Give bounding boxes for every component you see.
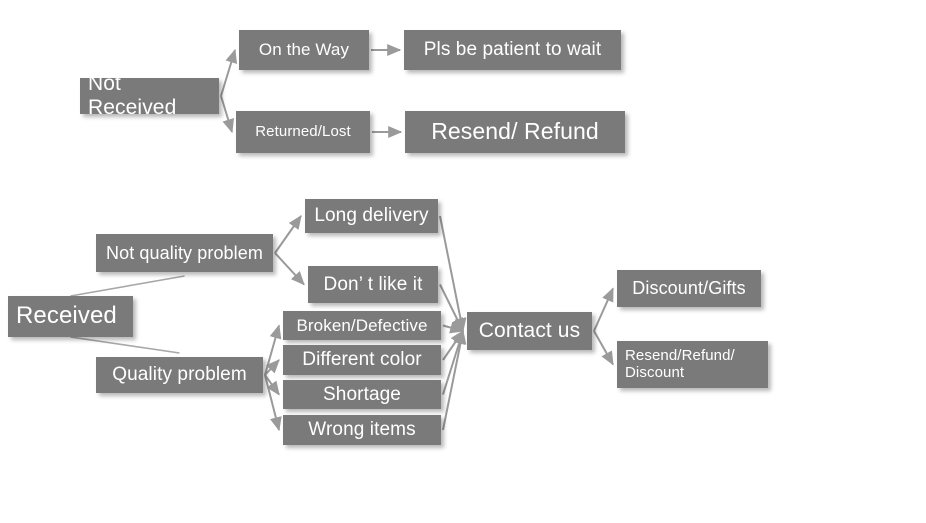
connector-quality-to-wrong_items bbox=[264, 374, 282, 432]
connector-shortage-to-contact_us bbox=[442, 329, 465, 395]
connector-long_delivery-to-contact_us bbox=[439, 215, 467, 333]
node-resend_refund_disc[interactable]: Resend/Refund/ Discount bbox=[617, 341, 768, 388]
node-not_quality[interactable]: Not quality problem bbox=[96, 234, 273, 272]
node-resend_refund[interactable]: Resend/ Refund bbox=[405, 111, 625, 153]
node-long_delivery[interactable]: Long delivery bbox=[305, 199, 438, 233]
node-on_the_way[interactable]: On the Way bbox=[239, 30, 369, 70]
connector-not_quality-to-dont_like_it bbox=[274, 252, 305, 286]
node-broken_defective[interactable]: Broken/Defective bbox=[283, 311, 441, 340]
connector-dont_like_it-to-contact_us bbox=[439, 284, 464, 333]
node-wrong_items[interactable]: Wrong items bbox=[283, 415, 441, 445]
connector-wrong_items-to-contact_us bbox=[442, 329, 467, 431]
connector-not_received-to-on_the_way bbox=[220, 48, 238, 97]
node-returned_lost[interactable]: Returned/Lost bbox=[236, 111, 370, 153]
node-received[interactable]: Received bbox=[8, 296, 133, 337]
connector-received-to-quality bbox=[70, 336, 180, 354]
connector-quality-to-different_color bbox=[264, 359, 280, 376]
node-discount_gifts[interactable]: Discount/Gifts bbox=[617, 270, 761, 307]
connector-different_color-to-contact_us bbox=[442, 330, 464, 361]
node-pls_be_patient[interactable]: Pls be patient to wait bbox=[404, 30, 621, 70]
connector-contact_us-to-resend_refund_disc bbox=[593, 330, 614, 366]
connector-not_quality-to-long_delivery bbox=[274, 215, 302, 254]
connector-broken_defective-to-contact_us bbox=[442, 321, 465, 334]
node-different_color[interactable]: Different color bbox=[283, 345, 441, 375]
node-dont_like_it[interactable]: Don’ t like it bbox=[308, 266, 438, 303]
node-contact_us[interactable]: Contact us bbox=[467, 312, 592, 350]
connector-contact_us-to-discount_gifts bbox=[593, 287, 614, 332]
node-shortage[interactable]: Shortage bbox=[283, 380, 441, 409]
connector-received-to-not_quality bbox=[70, 275, 185, 297]
node-not_received[interactable]: Not Received bbox=[80, 72, 219, 119]
node-quality[interactable]: Quality problem bbox=[96, 357, 263, 393]
connector-not_received-to-returned_lost bbox=[220, 95, 234, 134]
connector-quality-to-broken_defective bbox=[264, 324, 282, 376]
connector-quality-to-shortage bbox=[264, 374, 280, 396]
